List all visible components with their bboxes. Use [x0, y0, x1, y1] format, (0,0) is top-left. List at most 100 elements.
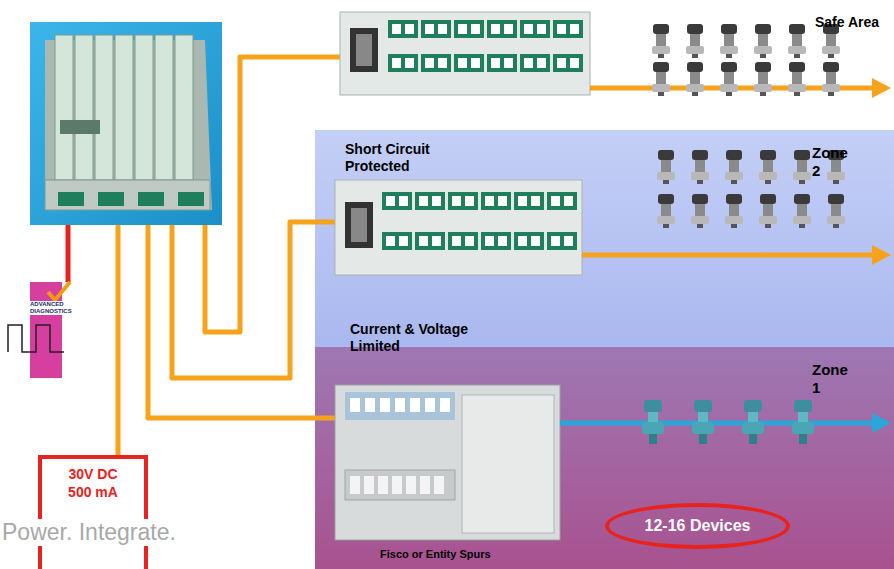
junction-box: [378, 476, 388, 494]
power-hub: [115, 35, 133, 180]
junction-box: [481, 192, 511, 210]
junction-box: [388, 20, 418, 38]
junction-box: [382, 232, 412, 250]
junction-box: [415, 192, 445, 210]
field-device: [720, 24, 738, 58]
field-device: [725, 150, 743, 184]
junction-box: [454, 54, 484, 72]
diagnostics-icon: [48, 282, 70, 300]
junction-box: [380, 398, 390, 412]
field-device: [742, 400, 764, 444]
trunk-arrow: [872, 245, 891, 265]
field-device: [652, 62, 670, 96]
callout-label: Current & Voltage Limited: [350, 321, 510, 355]
trunk-arrow: [560, 421, 874, 426]
trunk-arrow: [560, 78, 891, 433]
junction-box: [487, 54, 517, 72]
junction-box: [514, 192, 544, 210]
zone-label: Zone 1: [812, 361, 860, 397]
junction-box: [388, 54, 418, 72]
junction-box: [547, 232, 577, 250]
callout-label: Fisco or Entity Spurs: [380, 547, 560, 561]
junction-box: [335, 180, 582, 275]
field-device: [652, 24, 670, 58]
field-device: [754, 24, 772, 58]
power-hub: [138, 192, 164, 206]
junction-box: [335, 385, 560, 540]
junction-box: [350, 28, 378, 72]
junction-box: [364, 476, 374, 494]
field-device: [827, 150, 845, 184]
junction-box: [520, 54, 550, 72]
field-device: [642, 24, 845, 444]
field-device: [827, 194, 845, 228]
power-hub: [75, 35, 93, 180]
junction-box: [487, 20, 517, 38]
field-device: [642, 400, 664, 444]
power-hub: [58, 192, 84, 206]
field-device: [822, 62, 840, 96]
field-device: [686, 62, 704, 96]
junction-box: [434, 476, 444, 494]
field-device: [692, 400, 714, 444]
junction-box: [520, 20, 550, 38]
junction-box: [350, 398, 360, 412]
field-device: [657, 194, 675, 228]
field-device: [720, 62, 738, 96]
label-box: Safe Area: [815, 14, 893, 31]
power-hub: [45, 180, 210, 210]
junction-box: [553, 54, 583, 72]
junction-box: [382, 192, 412, 210]
trunk-arrow: [582, 253, 874, 258]
zone-label: Zone 2: [812, 144, 860, 180]
device-count-ellipse: 12-16 Devices: [605, 503, 790, 549]
junction-box: [448, 232, 478, 250]
diagnostic-wire: [68, 225, 69, 282]
junction-box: [345, 470, 455, 500]
junction-box: [335, 180, 582, 275]
power-supply-box: 30V DC 500 mA: [38, 455, 148, 569]
junction-box: [410, 398, 420, 412]
power-rating: 30V DC 500 mA: [65, 465, 121, 501]
device-count: 12-16 Devices: [645, 517, 751, 535]
junction-box: [553, 20, 583, 38]
trunk-wire: [148, 225, 337, 418]
trunk-wire: [172, 222, 337, 378]
power-hub: [55, 35, 73, 180]
junction-box: [448, 192, 478, 210]
field-device: [691, 150, 709, 184]
junction-box: [481, 232, 511, 250]
junction-box: [350, 476, 360, 494]
power-hub: [95, 35, 113, 180]
diagnostics-icon: [8, 325, 64, 352]
field-device: [754, 62, 772, 96]
trunk-arrow: [872, 413, 891, 433]
field-device: [691, 194, 709, 228]
field-device: [759, 194, 777, 228]
power-hub: [135, 35, 153, 180]
junction-box: [356, 34, 372, 66]
junction-box: [421, 54, 451, 72]
power-hub: [60, 120, 100, 134]
junction-box: [345, 392, 455, 420]
watermark: Power. Integrate.: [2, 519, 176, 546]
trunk-wire: [205, 57, 342, 332]
power-hub: [178, 192, 204, 206]
junction-box: [547, 192, 577, 210]
power-hub: [30, 22, 222, 225]
label-box: Short Circuit Protected: [345, 141, 470, 175]
junction-box: [340, 12, 590, 95]
junction-box: [415, 232, 445, 250]
power-hub: [155, 35, 173, 180]
junction-box: [365, 398, 375, 412]
icon-label: ADVANCED DIAGNOSTICS: [30, 301, 80, 315]
field-device: [793, 194, 811, 228]
junction-box: [395, 398, 405, 412]
field-device: [792, 400, 814, 444]
junction-box: [425, 398, 435, 412]
power-hub: [98, 192, 124, 206]
field-device: [686, 24, 704, 58]
junction-box: [392, 476, 402, 494]
junction-box: [440, 398, 450, 412]
power-hub: [175, 35, 193, 180]
